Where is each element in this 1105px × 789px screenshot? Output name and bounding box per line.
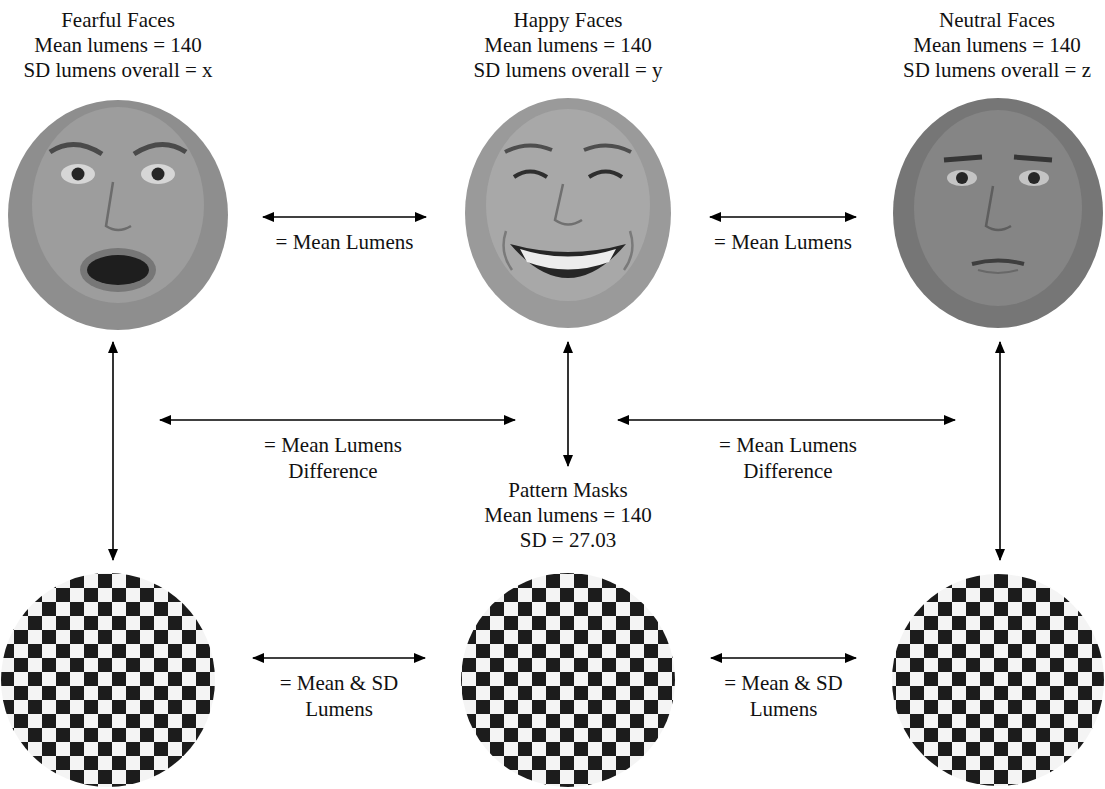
node-note: Mean lumens = 140 <box>34 33 202 58</box>
edge-label: = Mean Lumens <box>270 229 420 255</box>
equality-arrow <box>711 657 856 659</box>
fearful-face <box>8 100 228 330</box>
edge-label: = Mean & SD Lumens <box>709 670 859 722</box>
face-node: Fearful FacesMean lumens = 140SD lumens … <box>8 8 228 330</box>
neutral-face <box>893 98 1103 328</box>
pattern-mask <box>1 573 215 787</box>
pattern-mask <box>461 573 675 787</box>
node-note: SD lumens overall = y <box>473 58 662 83</box>
difference-arrow <box>160 419 515 421</box>
equality-arrow <box>253 657 425 659</box>
node-heading: Pattern Masks <box>508 478 628 503</box>
face-node: Neutral FacesMean lumens = 140SD lumens … <box>891 8 1103 330</box>
mask-node: Pattern MasksMean lumens = 140SD = 27.03 <box>460 478 676 788</box>
node-note: Mean lumens = 140 <box>484 33 652 58</box>
edge-label: = Mean & SD Lumens <box>264 670 414 722</box>
mask-node <box>2 572 218 788</box>
equality-arrow <box>112 342 114 560</box>
happy-face <box>465 98 671 328</box>
pattern-mask <box>892 574 1104 786</box>
difference-arrow <box>618 419 955 421</box>
equality-arrow <box>999 342 1001 560</box>
edge-label: = Mean Lumens <box>708 229 858 255</box>
face-node: Happy FacesMean lumens = 140SD lumens ov… <box>461 8 675 330</box>
node-note: SD lumens overall = z <box>903 58 1091 83</box>
equality-arrow <box>567 342 569 466</box>
node-heading: Fearful Faces <box>61 8 175 33</box>
node-heading: Happy Faces <box>513 8 622 33</box>
arrow-label: = Mean Lumens Difference <box>258 432 408 484</box>
node-note: Mean lumens = 140 <box>913 33 1081 58</box>
node-note: SD lumens overall = x <box>23 58 212 83</box>
node-heading: Neutral Faces <box>939 8 1055 33</box>
arrow-label: = Mean Lumens Difference <box>713 432 863 484</box>
node-note: Mean lumens = 140 <box>484 503 652 528</box>
mask-node <box>891 572 1103 788</box>
node-note: SD = 27.03 <box>520 528 616 553</box>
equality-arrow <box>710 216 856 218</box>
equality-arrow <box>263 216 426 218</box>
